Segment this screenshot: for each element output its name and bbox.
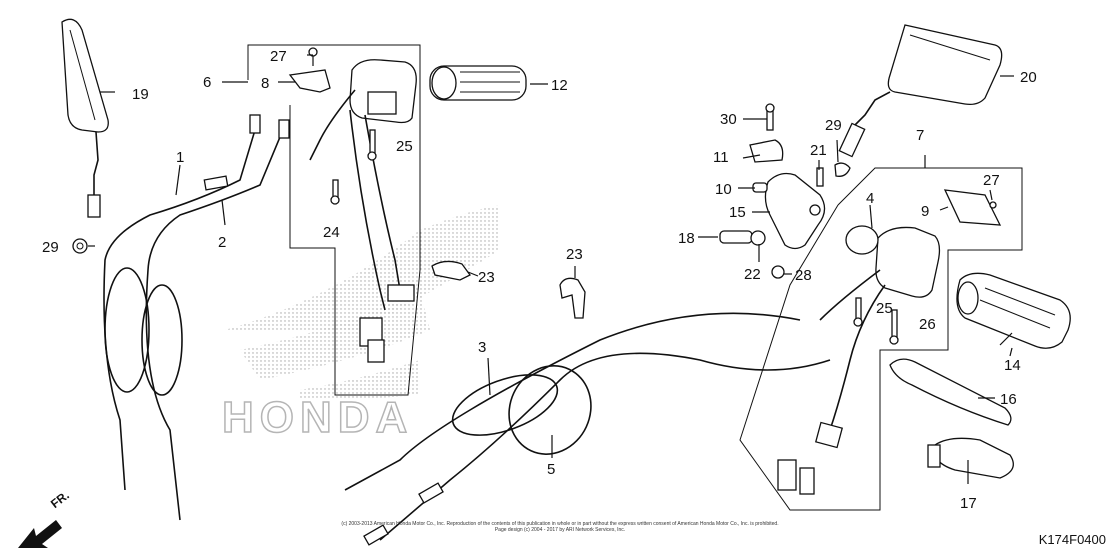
- callout-27-right: 27: [983, 172, 1000, 189]
- callout-18: 18: [678, 230, 695, 247]
- copyright-line-2: Page design (c) 2004 - 2017 by ARI Netwo…: [494, 527, 626, 533]
- callout-11: 11: [713, 149, 729, 166]
- callout-2: 2: [218, 234, 226, 251]
- group-box-7: [739, 167, 1023, 511]
- group-box-6: [247, 44, 421, 396]
- callout-25-left: 25: [396, 138, 413, 155]
- callout-23-left: 23: [478, 269, 495, 286]
- copyright-notice: (c) 2003-2013 American Honda Motor Co., …: [300, 521, 820, 533]
- callout-30: 30: [720, 111, 737, 128]
- callout-23-center: 23: [566, 246, 583, 263]
- honda-wing-watermark: [225, 205, 500, 400]
- left-switch-part: [309, 59, 417, 363]
- callout-8: 8: [261, 75, 269, 92]
- callout-21: 21: [810, 142, 827, 159]
- left-grip-part: [429, 65, 527, 101]
- dust-cover-part: [927, 437, 1014, 479]
- callout-9: 9: [921, 203, 929, 220]
- callout-4: 4: [866, 190, 874, 207]
- leader-lines: [88, 54, 1014, 484]
- right-grip-part: [956, 272, 1071, 349]
- honda-watermark-text: HONDA: [222, 393, 413, 442]
- lever-part: [889, 358, 1012, 426]
- lever-holder-part: [749, 139, 826, 250]
- copyright-line-1: (c) 2003-2013 American Honda Motor Co., …: [341, 521, 779, 527]
- callout-20: 20: [1020, 69, 1037, 86]
- callout-5: 5: [547, 461, 555, 478]
- callout-3: 3: [478, 339, 486, 356]
- callout-12: 12: [551, 77, 568, 94]
- right-mirror-part: [838, 24, 1003, 158]
- left-mirror-part: [61, 18, 109, 218]
- callout-22: 22: [744, 266, 761, 283]
- callout-16: 16: [1000, 391, 1017, 408]
- callout-26: 26: [919, 316, 936, 333]
- front-arrow-icon: [18, 520, 62, 548]
- callout-27-left: 27: [270, 48, 287, 65]
- callout-15: 15: [729, 204, 746, 221]
- callout-10: 10: [715, 181, 732, 198]
- screws-and-clips: [72, 47, 1002, 345]
- throttle-cables-part: [103, 114, 290, 521]
- control-cables-part: [344, 312, 831, 546]
- callout-7: 7: [916, 127, 924, 144]
- callout-24: 24: [323, 224, 340, 241]
- diagram-code: K174F0400: [1038, 532, 1106, 547]
- callout-19: 19: [132, 86, 149, 103]
- callout-17: 17: [960, 495, 977, 512]
- callout-29-left: 29: [42, 239, 59, 256]
- callout-1: 1: [176, 149, 184, 166]
- right-switch-part: [777, 225, 941, 495]
- callout-25-right: 25: [876, 300, 893, 317]
- callout-29-right: 29: [825, 117, 842, 134]
- callout-numbers: 19 1 2 29 6 27 8 12 25 24 23 23 3 5 30 1…: [42, 48, 1037, 512]
- callout-14: 14: [1004, 357, 1021, 374]
- callout-28: 28: [795, 267, 812, 284]
- callout-6: 6: [203, 74, 211, 91]
